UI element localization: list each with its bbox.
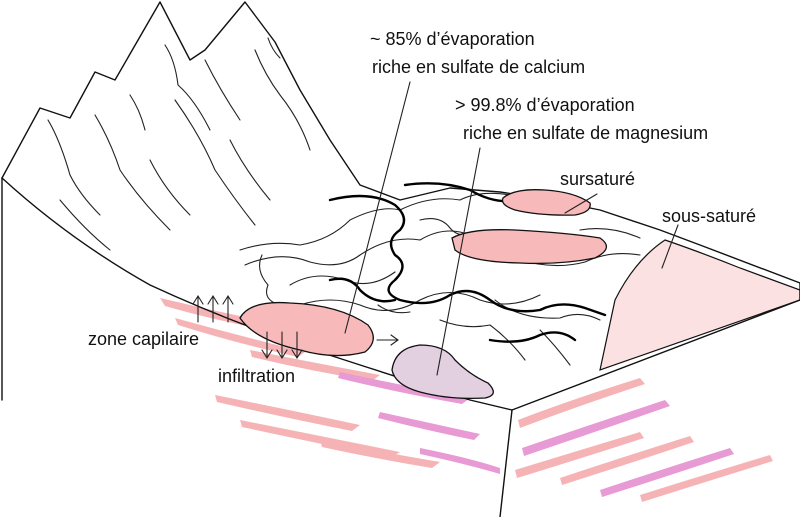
pond-calcium-sulfate [239, 301, 374, 357]
pond-supersaturated [501, 189, 591, 216]
capillary-zone-label: zone capilaire [88, 329, 199, 349]
infiltration-arrows [261, 331, 303, 360]
undersaturated-label: sous-saturé [662, 206, 756, 226]
pond-center [451, 229, 607, 265]
capillary-arrows [192, 294, 234, 323]
lower-river [328, 277, 397, 303]
undersaturated-zone [599, 239, 800, 371]
pond-magnesium-sulfate [391, 344, 494, 400]
evaporation-85-label: ~ 85% d’évaporation [370, 29, 535, 49]
evaporation-998-label: > 99.8% d’évaporation [455, 95, 635, 115]
calcium-sulfate-label: riche en sulfate de calcium [372, 57, 585, 77]
mountain-texture [47, 37, 311, 251]
drainage-network [239, 192, 641, 366]
supersaturated-label: sursaturé [560, 169, 635, 189]
river-bend [488, 331, 577, 343]
soil-strata [160, 298, 773, 502]
magnesium-sulfate-label: riche en sulfate de magnesium [463, 123, 708, 143]
leader-lines [344, 81, 679, 376]
main-river [328, 194, 607, 317]
infiltration-label: infiltration [218, 366, 295, 386]
flow-arrow [376, 334, 399, 346]
